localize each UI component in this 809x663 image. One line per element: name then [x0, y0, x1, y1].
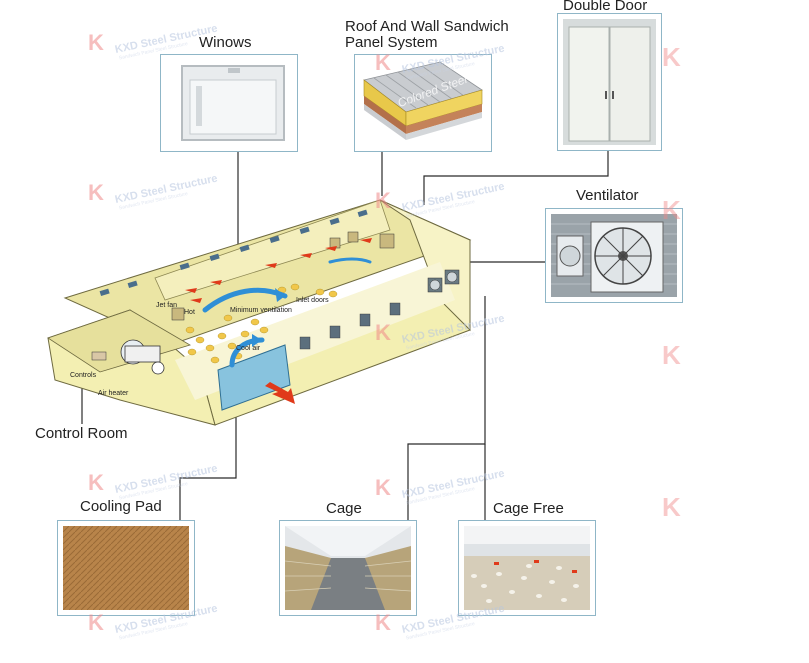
cage-image — [285, 526, 411, 610]
heat-arrows — [185, 238, 372, 404]
end-wall-fans — [427, 269, 460, 293]
roof-vents — [99, 209, 368, 297]
jet-fans — [171, 231, 395, 321]
control-room-roof — [47, 309, 191, 373]
callout-cage-label: Cage — [326, 500, 362, 517]
cage-free-photo-frame — [458, 520, 596, 616]
windows-photo-frame — [160, 54, 298, 152]
cooling-pad-photo-frame — [57, 520, 195, 616]
watermark-logo: K — [662, 492, 681, 522]
window-image — [166, 60, 292, 146]
double-door-photo-frame — [557, 13, 662, 151]
cage-photo-frame — [279, 520, 417, 616]
double-door-image — [563, 19, 656, 145]
ventilator-image — [551, 214, 677, 297]
cooling-pad-image — [63, 526, 189, 610]
connector-double-door — [423, 150, 609, 205]
ventilator-photo-frame — [545, 208, 683, 303]
roof-ridge-band — [154, 199, 391, 301]
callout-roof-wall-label-line1: Roof And Wall Sandwich — [345, 18, 509, 35]
label-cool-air: Cool air — [236, 345, 261, 352]
air-heater-unit — [91, 339, 165, 375]
airflow-arrowheads — [252, 288, 285, 347]
connector-cooling-pad — [179, 400, 237, 520]
label-air-heater: Air heater — [98, 390, 129, 397]
callout-double-door-label: Double Door — [563, 0, 648, 14]
label-hot: Hot — [184, 309, 195, 316]
label-controls: Controls — [70, 372, 97, 379]
label-minimum-ventilation: Minimum ventilation — [230, 307, 292, 314]
callout-windows-label: Winows — [199, 34, 252, 51]
callout-cooling-pad-label: Cooling Pad — [80, 498, 162, 515]
watermark-logo: K — [662, 195, 681, 225]
label-jet-fan: Jet fan — [156, 302, 177, 309]
label-inlet-doors: Inlet doors — [296, 297, 329, 304]
connector-cage — [407, 296, 486, 520]
side-wall-windows — [299, 302, 401, 350]
sandwich-panel-photo-frame: Colored Steel — [354, 54, 492, 152]
callout-cage-free-label: Cage Free — [493, 500, 564, 517]
sandwich-panel-image: Colored Steel — [360, 60, 486, 146]
callout-ventilator-label: Ventilator — [576, 187, 639, 204]
wall-cooling-pad — [217, 344, 291, 411]
cage-free-image — [464, 526, 590, 610]
callout-control-room-label: Control Room — [35, 425, 128, 442]
callout-roof-wall-label-line2: Panel System — [345, 34, 438, 51]
watermark-logo: K — [662, 340, 681, 370]
watermark-logo: K — [662, 42, 681, 72]
